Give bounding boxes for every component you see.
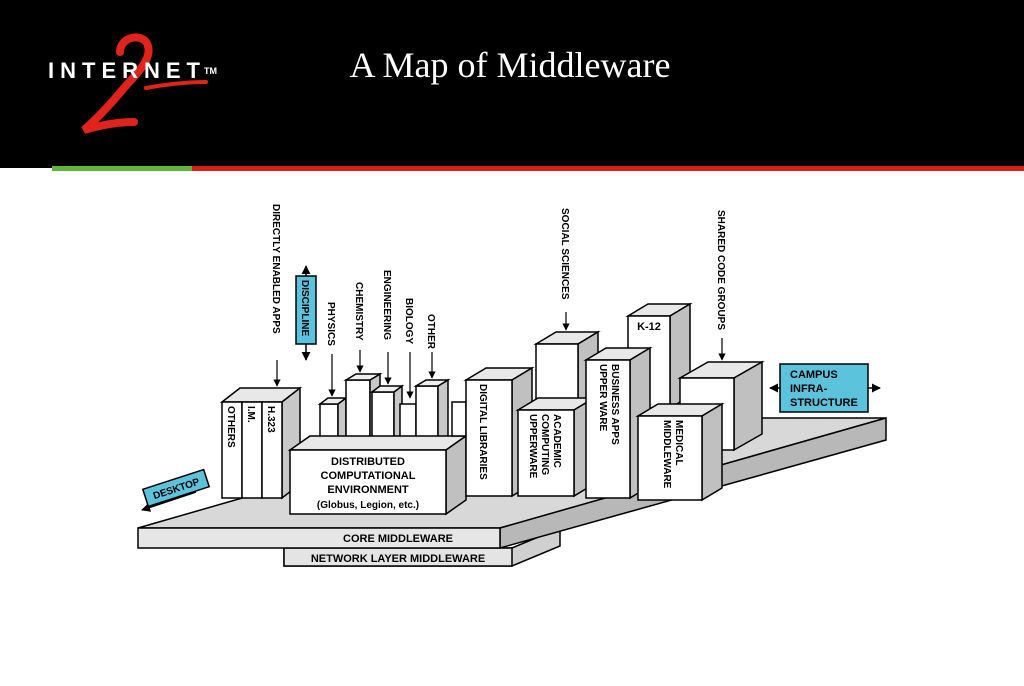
im-label: I.M.: [245, 406, 256, 423]
academic-label-line3: UPPERWARE: [527, 414, 538, 479]
medical-label-line2: MIDDLEWARE: [661, 420, 672, 489]
dce-label-line3: ENVIRONMENT: [327, 484, 409, 496]
others-label: OTHERS: [225, 406, 236, 448]
dce-label-line1: DISTRIBUTED: [331, 456, 405, 468]
dce-label-line2: COMPUTATIONAL: [321, 470, 416, 482]
biology-label: BIOLOGY: [403, 298, 414, 344]
desktop-label-group: DESKTOP: [141, 468, 211, 512]
header-bar: INTERNET TM A Map of Middleware: [0, 0, 1024, 168]
campus-infrastructure-callout: CAMPUS INFRA- STRUCTURE: [769, 363, 881, 413]
header-rule-red: [192, 166, 1024, 171]
h323-label: H.323: [265, 406, 276, 433]
campus-label-line3: STRUCTURE: [790, 397, 858, 409]
core-middleware-label: CORE MIDDLEWARE: [343, 533, 453, 545]
academic-label-line1: ACADEMIC: [551, 414, 562, 468]
medical-block: MEDICAL MIDDLEWARE: [635, 402, 725, 502]
discipline-callout: DISCIPLINE: [295, 265, 317, 361]
shared-code-groups-label: SHARED CODE GROUPS: [715, 210, 726, 330]
network-layer-slab: NETWORK LAYER MIDDLEWARE: [283, 526, 561, 567]
shared-code-groups-callout: SHARED CODE GROUPS: [715, 210, 726, 361]
logo-numeral-2: [81, 33, 208, 134]
physics-label: PHYSICS: [325, 302, 336, 346]
middleware-map-diagram: NETWORK LAYER MIDDLEWARE CORE MIDDLEWARE…: [0, 171, 1024, 681]
network-layer-label: NETWORK LAYER MIDDLEWARE: [311, 553, 485, 565]
medical-label-line1: MEDICAL: [673, 420, 684, 466]
physics-callout: PHYSICS: [325, 302, 336, 397]
discipline-label-box: [295, 275, 317, 345]
engineering-label: ENGINEERING: [381, 270, 392, 340]
other-callout: OTHER: [425, 314, 436, 379]
chemistry-label: CHEMISTRY: [353, 282, 364, 341]
logo-wordmark: INTERNET: [48, 58, 206, 83]
campus-label-box: [779, 363, 869, 413]
k12-label: K-12: [637, 321, 661, 333]
header-rule-green: [52, 166, 192, 171]
academic-label-line2: COMPUTING: [539, 414, 550, 475]
other-label: OTHER: [425, 314, 436, 350]
biology-callout: BIOLOGY: [403, 298, 414, 399]
campus-label-line1: CAMPUS: [790, 369, 838, 381]
academic-block: ACADEMIC COMPUTING UPPERWARE: [515, 396, 597, 498]
logo-trademark: TM: [204, 66, 217, 76]
dce-label-line4: (Globus, Legion, etc.): [317, 500, 419, 511]
engineering-callout: ENGINEERING: [381, 270, 392, 385]
internet2-logo: INTERNET TM: [48, 30, 218, 135]
social-sciences-label: SOCIAL SCIENCES: [559, 208, 570, 300]
chemistry-callout: CHEMISTRY: [353, 282, 364, 373]
discipline-label: DISCIPLINE: [299, 280, 310, 336]
digital-libraries-label: DIGITAL LIBRARIES: [477, 384, 488, 480]
business-label-line2: UPPER WARE: [597, 364, 608, 432]
apps-stack: OTHERS I.M. H.323: [219, 386, 303, 500]
directly-enabled-apps-label: DIRECTLY ENABLED APPS: [270, 204, 281, 334]
page-title: A Map of Middleware: [349, 45, 671, 85]
business-label-line1: BUSINESS APPS: [609, 364, 620, 445]
dce-block: DISTRIBUTED COMPUTATIONAL ENVIRONMENT (G…: [287, 434, 469, 516]
social-sciences-callout: SOCIAL SCIENCES: [559, 208, 570, 331]
campus-label-line2: INFRA-: [790, 383, 828, 395]
desktop-label-box: [141, 468, 211, 508]
directly-enabled-apps-callout: DIRECTLY ENABLED APPS: [270, 204, 281, 387]
diagram-canvas: NETWORK LAYER MIDDLEWARE CORE MIDDLEWARE…: [137, 204, 887, 567]
